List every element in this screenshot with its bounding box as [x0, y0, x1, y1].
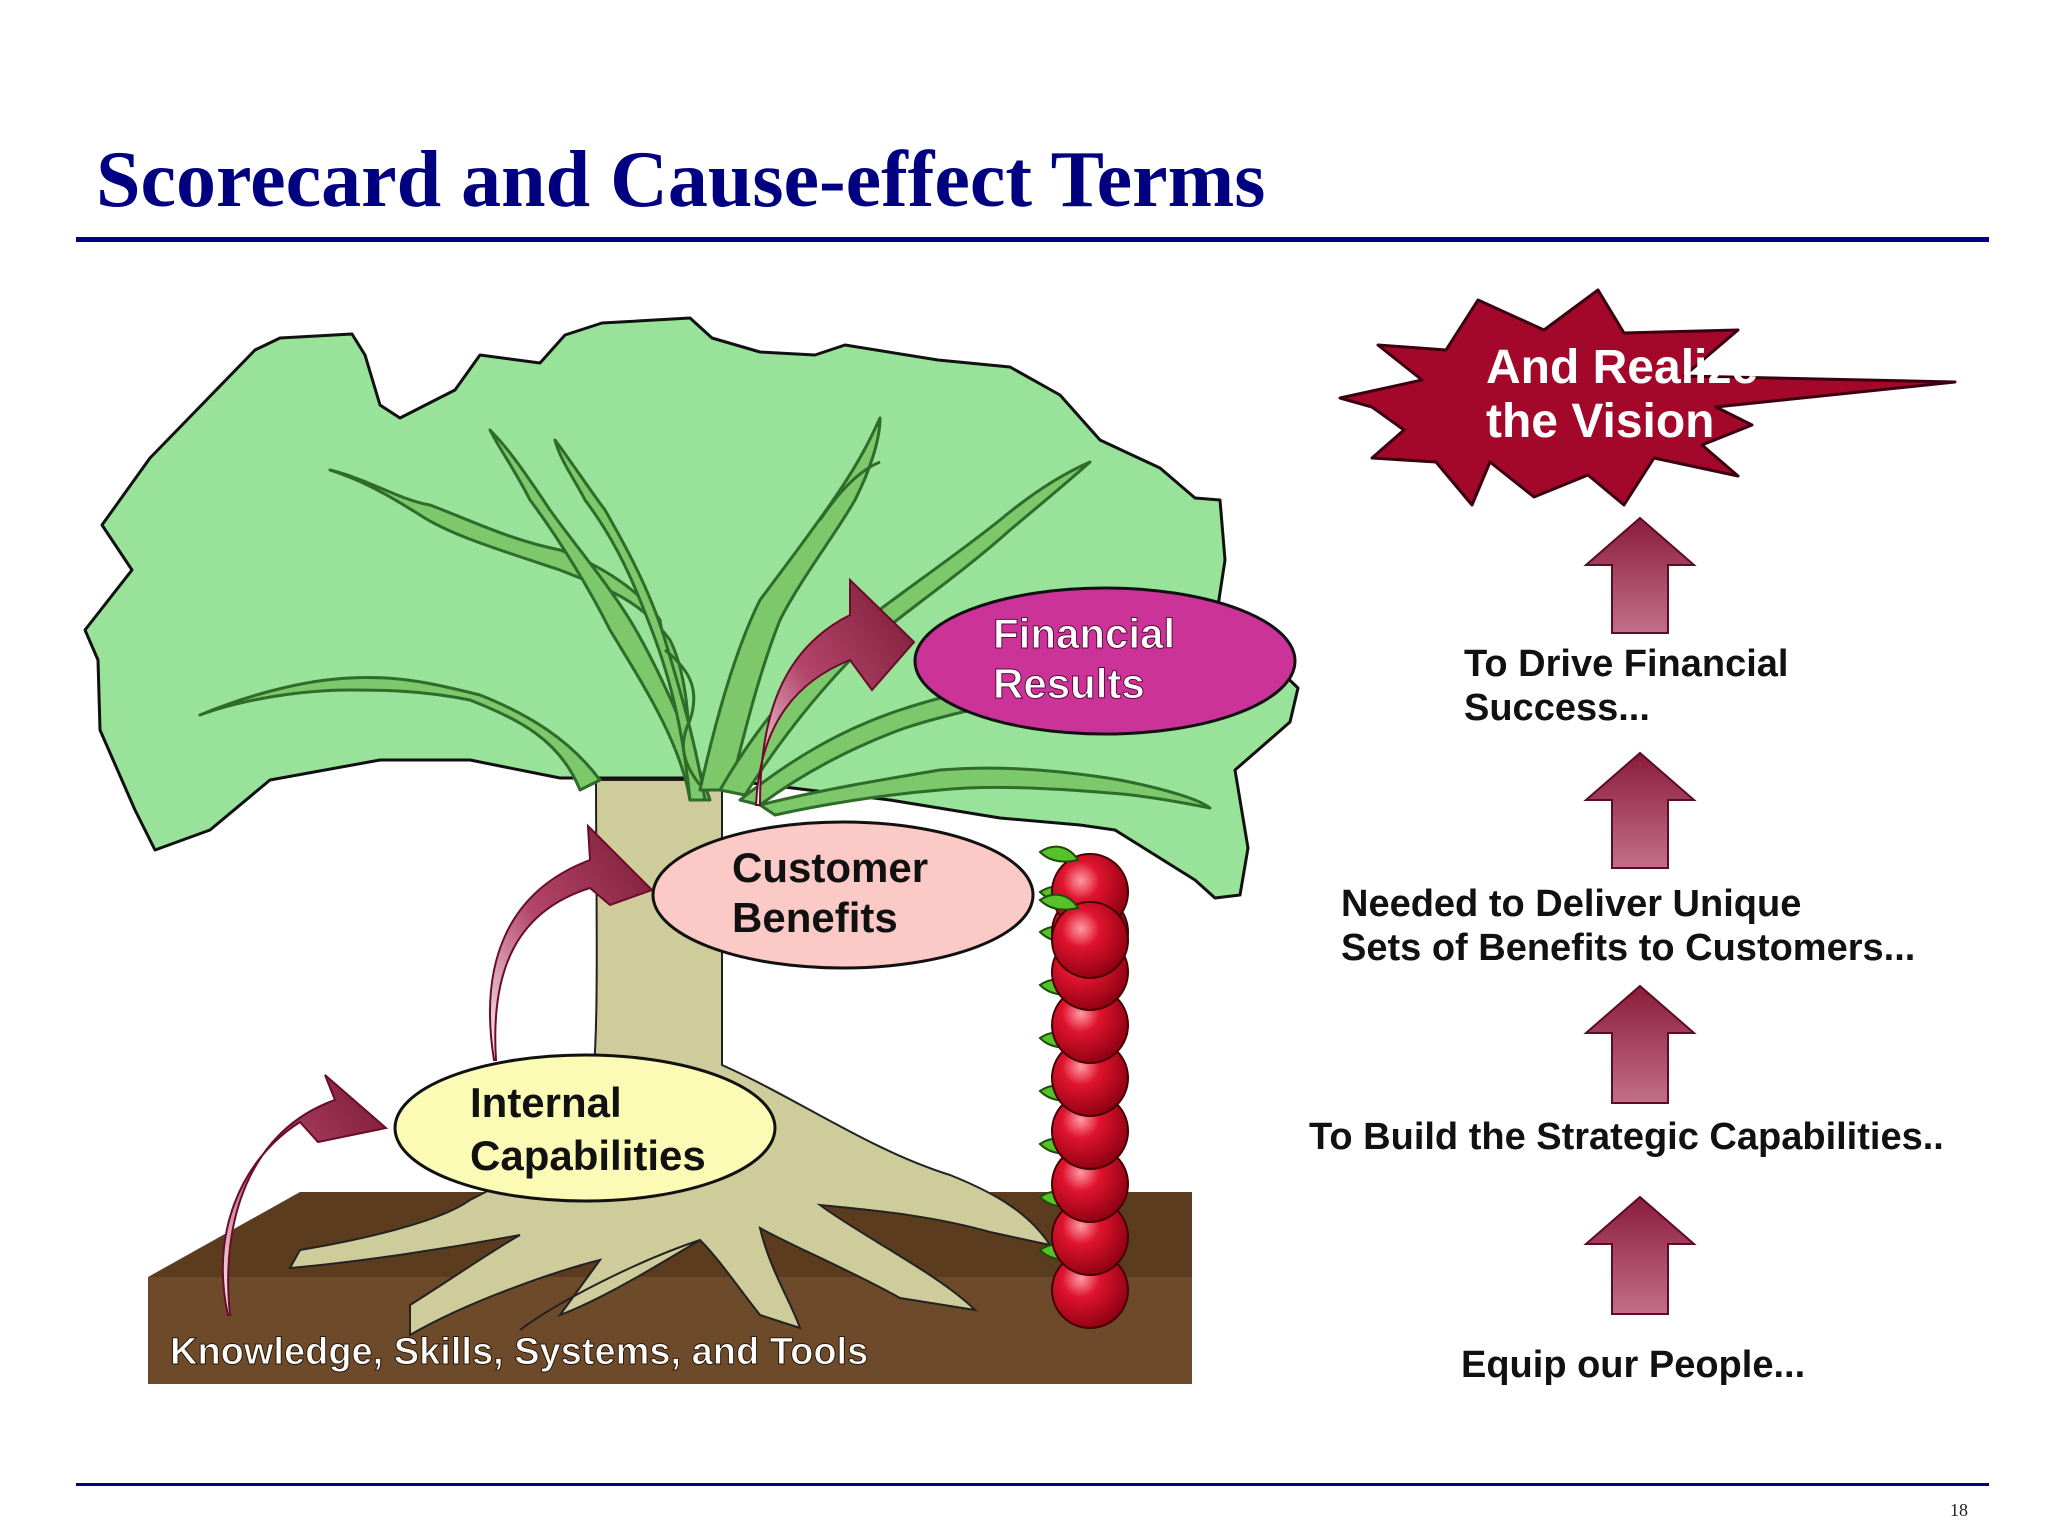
- customer-label-line2: Benefits: [732, 894, 898, 941]
- apple-stack: [1038, 845, 1129, 1329]
- financial-label-line2: Results: [993, 660, 1145, 707]
- step-equip-people: Equip our People...: [1461, 1344, 1806, 1386]
- slide-title: Scorecard and Cause-effect Terms: [96, 136, 1266, 224]
- arrow-internal-to-customer: [489, 823, 654, 1061]
- vision-line1: And Realize: [1486, 341, 1758, 394]
- arrow-soil-to-internal: [221, 1074, 389, 1316]
- page-number: 18: [1950, 1500, 1968, 1520]
- up-arrow-2: [1583, 751, 1697, 869]
- customer-label-line1: Customer: [732, 844, 928, 891]
- title-divider: [76, 237, 1989, 242]
- footer-divider: [76, 1483, 1989, 1486]
- soil-label: Knowledge, Skills, Systems, and Tools: [170, 1331, 868, 1373]
- up-arrow-4: [1583, 1195, 1697, 1315]
- internal-capabilities-node: Internal Capabilities: [393, 1053, 777, 1203]
- internal-label-line1: Internal: [470, 1079, 622, 1126]
- arrow-customer-to-financial: [754, 577, 916, 806]
- tree-trunk: [288, 779, 1053, 1337]
- step-financial-success: To Drive Financial Success...: [1464, 643, 1789, 729]
- vision-line2: the Vision: [1486, 395, 1715, 448]
- customer-benefits-node: Customer Benefits: [651, 820, 1035, 970]
- financial-label-line1: Financial: [993, 610, 1175, 657]
- step-unique-benefits: Needed to Deliver Unique Sets of Benefit…: [1341, 883, 1916, 969]
- up-arrow-3: [1583, 984, 1697, 1104]
- step-strategic-capabilities: To Build the Strategic Capabilities..: [1309, 1116, 1944, 1158]
- apple: [1038, 893, 1129, 979]
- vision-starburst: And Realize the Vision: [1338, 288, 1957, 507]
- up-arrow-1: [1583, 516, 1697, 634]
- internal-label-line2: Capabilities: [470, 1132, 706, 1179]
- financial-results-node: Financial Results: [913, 586, 1297, 736]
